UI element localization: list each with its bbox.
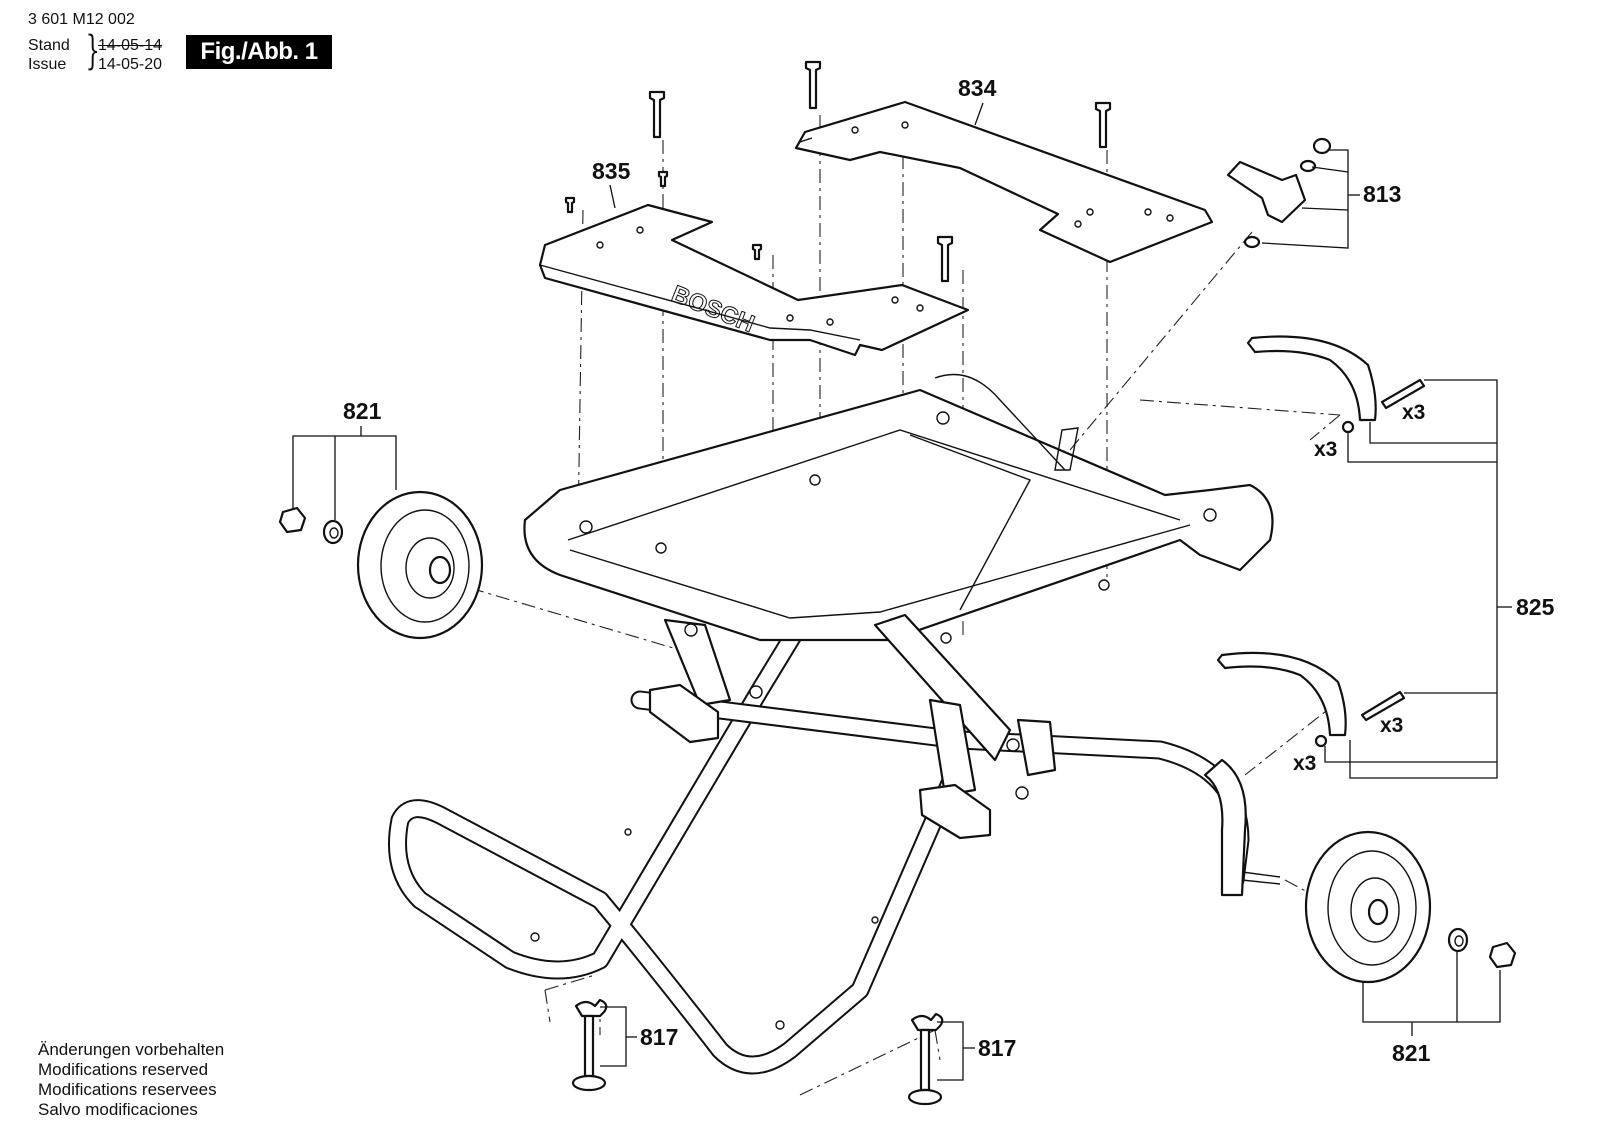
screw (751, 243, 763, 261)
wheel-left-821 (278, 490, 484, 640)
leader-lines (292, 102, 1512, 1081)
callout-817-left: 817 (640, 1024, 678, 1050)
footer-note-fr: Modifications reservees (38, 1080, 217, 1099)
screw (564, 196, 576, 214)
quantity-upper-nut: x3 (1314, 438, 1337, 461)
screw (804, 60, 822, 110)
footer-note-es: Salvo modificaciones (38, 1100, 198, 1119)
screw (657, 170, 669, 188)
mounting-plate-835: BOSCH (538, 203, 970, 357)
mounting-plate-834 (794, 100, 1214, 264)
callout-835: 835 (592, 158, 631, 184)
levelling-foot-right-817 (907, 1012, 944, 1106)
superseded-date: 14-05-14 (98, 37, 163, 54)
screw (648, 90, 666, 139)
callout-821-left: 821 (343, 398, 382, 424)
brace-icon: } (85, 28, 100, 74)
mounting-screws (564, 60, 1112, 283)
figure-label: Fig./Abb. 1 (186, 35, 332, 69)
footer-note-de: Änderungen vorbehalten (38, 1040, 225, 1059)
wheel-right-821 (1304, 830, 1517, 984)
handle-knob-813 (1226, 137, 1332, 249)
stand-label: Stand (28, 37, 70, 54)
issue-label: Issue (28, 56, 67, 73)
quantity-upper-screw: x3 (1402, 401, 1425, 424)
current-date: 14-05-20 (98, 56, 163, 73)
levelling-foot-left-817 (571, 998, 608, 1092)
callout-834: 834 (958, 75, 997, 101)
document-number: 3 601 M12 002 (28, 11, 135, 28)
callout-821-right: 821 (1392, 1040, 1431, 1066)
screw (936, 235, 954, 283)
callout-825: 825 (1516, 594, 1555, 620)
callout-817-right: 817 (978, 1035, 1016, 1061)
quantity-lower-screw: x3 (1380, 714, 1403, 737)
quantity-lower-nut: x3 (1293, 752, 1316, 775)
callout-813: 813 (1363, 181, 1401, 207)
stand-frame (388, 373, 1281, 1075)
footer-note-en: Modifications reserved (38, 1060, 209, 1079)
screw (1094, 101, 1112, 149)
